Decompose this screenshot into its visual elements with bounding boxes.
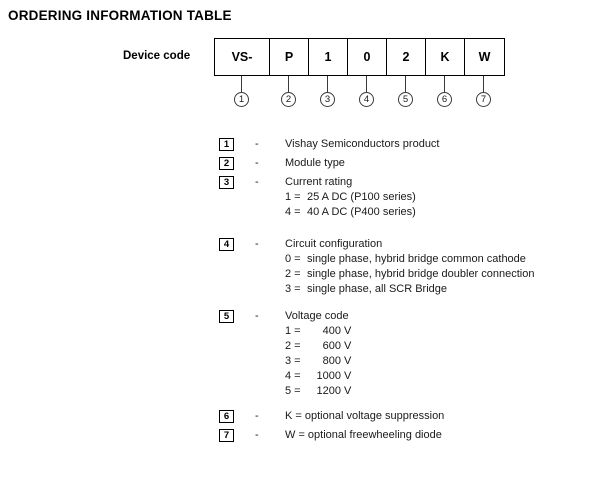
legend-number-box-2: 2 [219, 157, 234, 170]
subline-key: 4 = [285, 206, 301, 218]
marker-circle-3: 3 [320, 92, 335, 107]
legend-subline-4-3: 3 = single phase, all SCR Bridge [285, 283, 447, 296]
legend-description-5: Voltage code [285, 310, 349, 322]
subline-value: 40 A DC (P400 series) [307, 206, 416, 218]
marker-circle-7: 7 [476, 92, 491, 107]
leader-line-3 [326, 76, 329, 92]
leader-line-1 [240, 76, 243, 92]
legend-description-3: Current rating [285, 176, 353, 188]
subline-key: 1 = [285, 191, 301, 203]
subline-value: 600 [322, 340, 341, 352]
subline-value: single phase, all SCR Bridge [307, 283, 448, 295]
marker-circle-1: 1 [234, 92, 249, 107]
leader-line-2 [287, 76, 290, 92]
legend-subline-4-2: 2 = single phase, hybrid bridge doubler c… [285, 268, 535, 281]
marker-circle-4: 4 [359, 92, 374, 107]
subline-key: 5 = [285, 385, 301, 397]
subline-value: 1000 [316, 370, 341, 382]
subline-value: single phase, hybrid bridge common catho… [307, 253, 526, 265]
subline-unit: V [344, 325, 352, 337]
subline-unit: V [344, 340, 352, 352]
legend-separator-2: - [255, 157, 259, 169]
leader-line-6 [443, 76, 446, 92]
legend-subline-3-1: 1 = 25 A DC (P100 series) [285, 191, 416, 204]
device-code-markers: 1 2 3 4 5 6 7 [214, 76, 514, 118]
subline-key: 1 = [285, 325, 301, 337]
legend-number-box-3: 3 [219, 176, 234, 189]
subline-unit: V [344, 355, 352, 367]
subline-key: 4 = [285, 370, 301, 382]
legend-description-1: Vishay Semiconductors product [285, 138, 440, 150]
legend-subline-4-1: 0 = single phase, hybrid bridge common ca… [285, 253, 526, 266]
leader-line-7 [482, 76, 485, 92]
subline-key: 0 = [285, 253, 301, 265]
legend-number-box-6: 6 [219, 410, 234, 423]
legend-separator-3: - [255, 176, 259, 188]
legend-number-box-4: 4 [219, 238, 234, 251]
legend-description-6: K = optional voltage suppression [285, 410, 445, 422]
legend-separator-1: - [255, 138, 259, 150]
marker-circle-5: 5 [398, 92, 413, 107]
device-code-cell-3: 1 [309, 39, 348, 75]
page-title: ORDERING INFORMATION TABLE [8, 8, 232, 23]
device-code-cell-7: W [478, 50, 491, 64]
subline-unit: V [344, 385, 352, 397]
legend-separator-6: - [255, 410, 259, 422]
device-code-label: Device code [123, 50, 191, 62]
legend-separator-7: - [255, 429, 259, 441]
subline-value: 800 [322, 355, 341, 367]
leader-line-4 [365, 76, 368, 92]
legend-description-7: W = optional freewheeling diode [285, 429, 442, 441]
marker-circle-2: 2 [281, 92, 296, 107]
legend-separator-4: - [255, 238, 259, 250]
subline-key: 3 = [285, 283, 301, 295]
legend-number-box-1: 1 [219, 138, 234, 151]
subline-value: single phase, hybrid bridge doubler conn… [307, 268, 535, 280]
legend-subline-3-2: 4 = 40 A DC (P400 series) [285, 206, 416, 219]
subline-key: 2 = [285, 268, 301, 280]
subline-value: 25 A DC (P100 series) [307, 191, 416, 203]
leader-line-5 [404, 76, 407, 92]
legend-description-2: Module type [285, 157, 345, 169]
subline-value: 1200 [316, 385, 341, 397]
subline-key: 3 = [285, 355, 301, 367]
marker-circle-6: 6 [437, 92, 452, 107]
legend-description-4: Circuit configuration [285, 238, 383, 250]
legend-separator-5: - [255, 310, 259, 322]
subline-key: 2 = [285, 340, 301, 352]
device-code-cell-5: 2 [387, 39, 426, 75]
device-code-cell-2: P [270, 39, 309, 75]
device-code-cell-1: VS- [215, 39, 270, 75]
legend-number-box-5: 5 [219, 310, 234, 323]
legend-number-box-7: 7 [219, 429, 234, 442]
device-code-cell-4: 0 [348, 39, 387, 75]
subline-unit: V [344, 370, 352, 382]
device-code-cell-6: K [426, 39, 465, 75]
subline-value: 400 [322, 325, 341, 337]
